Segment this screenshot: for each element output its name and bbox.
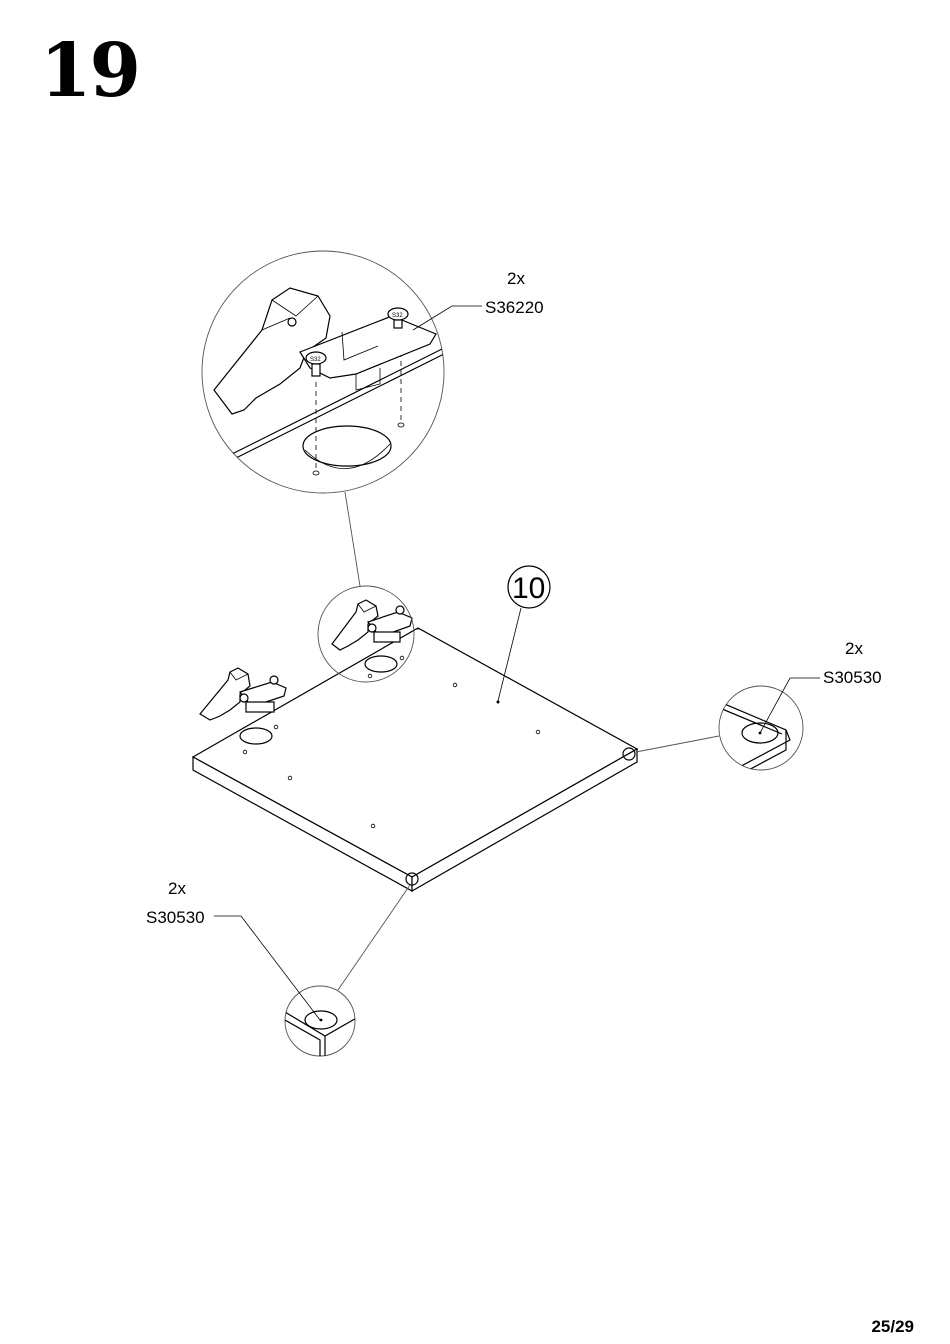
hinge-callout-code: S36220 [485, 298, 544, 317]
detail-circle-bumper-right [715, 686, 803, 780]
bumper-left-callout-code: S30530 [146, 908, 205, 927]
hinge-callout-qty: 2x [507, 269, 525, 288]
part-number: 10 [512, 572, 545, 605]
hinge-mounted-icon [332, 600, 412, 650]
hinge-loose-icon [200, 668, 286, 720]
bumper-left-callout-qty: 2x [168, 879, 186, 898]
bumper-right-callout-qty: 2x [845, 639, 863, 658]
bumper-right-callout-code: S30530 [823, 668, 882, 687]
detail-circle-bumper-left [285, 986, 360, 1060]
detail-circle-hinge: S32 S32 [200, 251, 460, 493]
svg-text:S32: S32 [392, 313, 403, 319]
page-number: 25/29 [871, 1317, 914, 1337]
panel-board [193, 628, 637, 891]
svg-text:S32: S32 [310, 357, 321, 363]
